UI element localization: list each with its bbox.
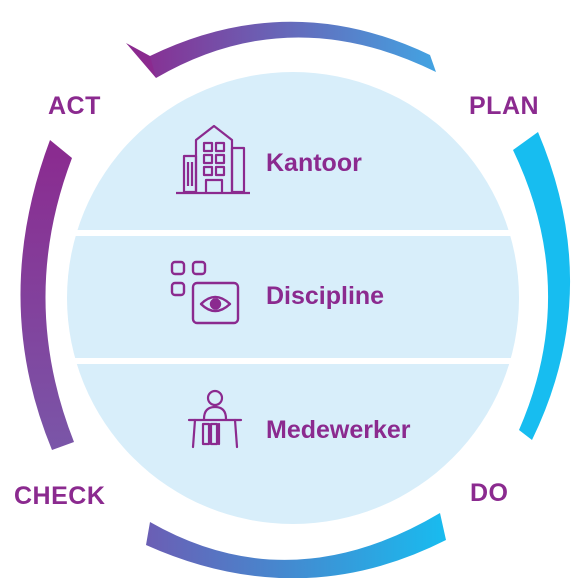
phase-label-check: CHECK: [14, 482, 106, 510]
phase-label-plan: PLAN: [469, 92, 540, 120]
bottom-arrow: [146, 513, 446, 579]
employee-desk-icon: [187, 389, 243, 449]
top-arrow: [126, 21, 436, 78]
left-arrow: [20, 140, 74, 450]
office-building-icon: [176, 124, 250, 195]
right-arrow: [513, 132, 571, 440]
phase-label-act: ACT: [48, 92, 101, 120]
phase-label-do: DO: [470, 479, 509, 507]
level-row-kantoor: Kantoor: [176, 124, 362, 195]
level-row-medewerker: Medewerker: [187, 389, 411, 449]
discipline-eye-icon: [170, 260, 240, 325]
level-row-discipline: Discipline: [170, 260, 384, 325]
level-label-discipline: Discipline: [266, 282, 384, 310]
level-label-medewerker: Medewerker: [266, 416, 411, 444]
level-label-kantoor: Kantoor: [266, 149, 362, 177]
